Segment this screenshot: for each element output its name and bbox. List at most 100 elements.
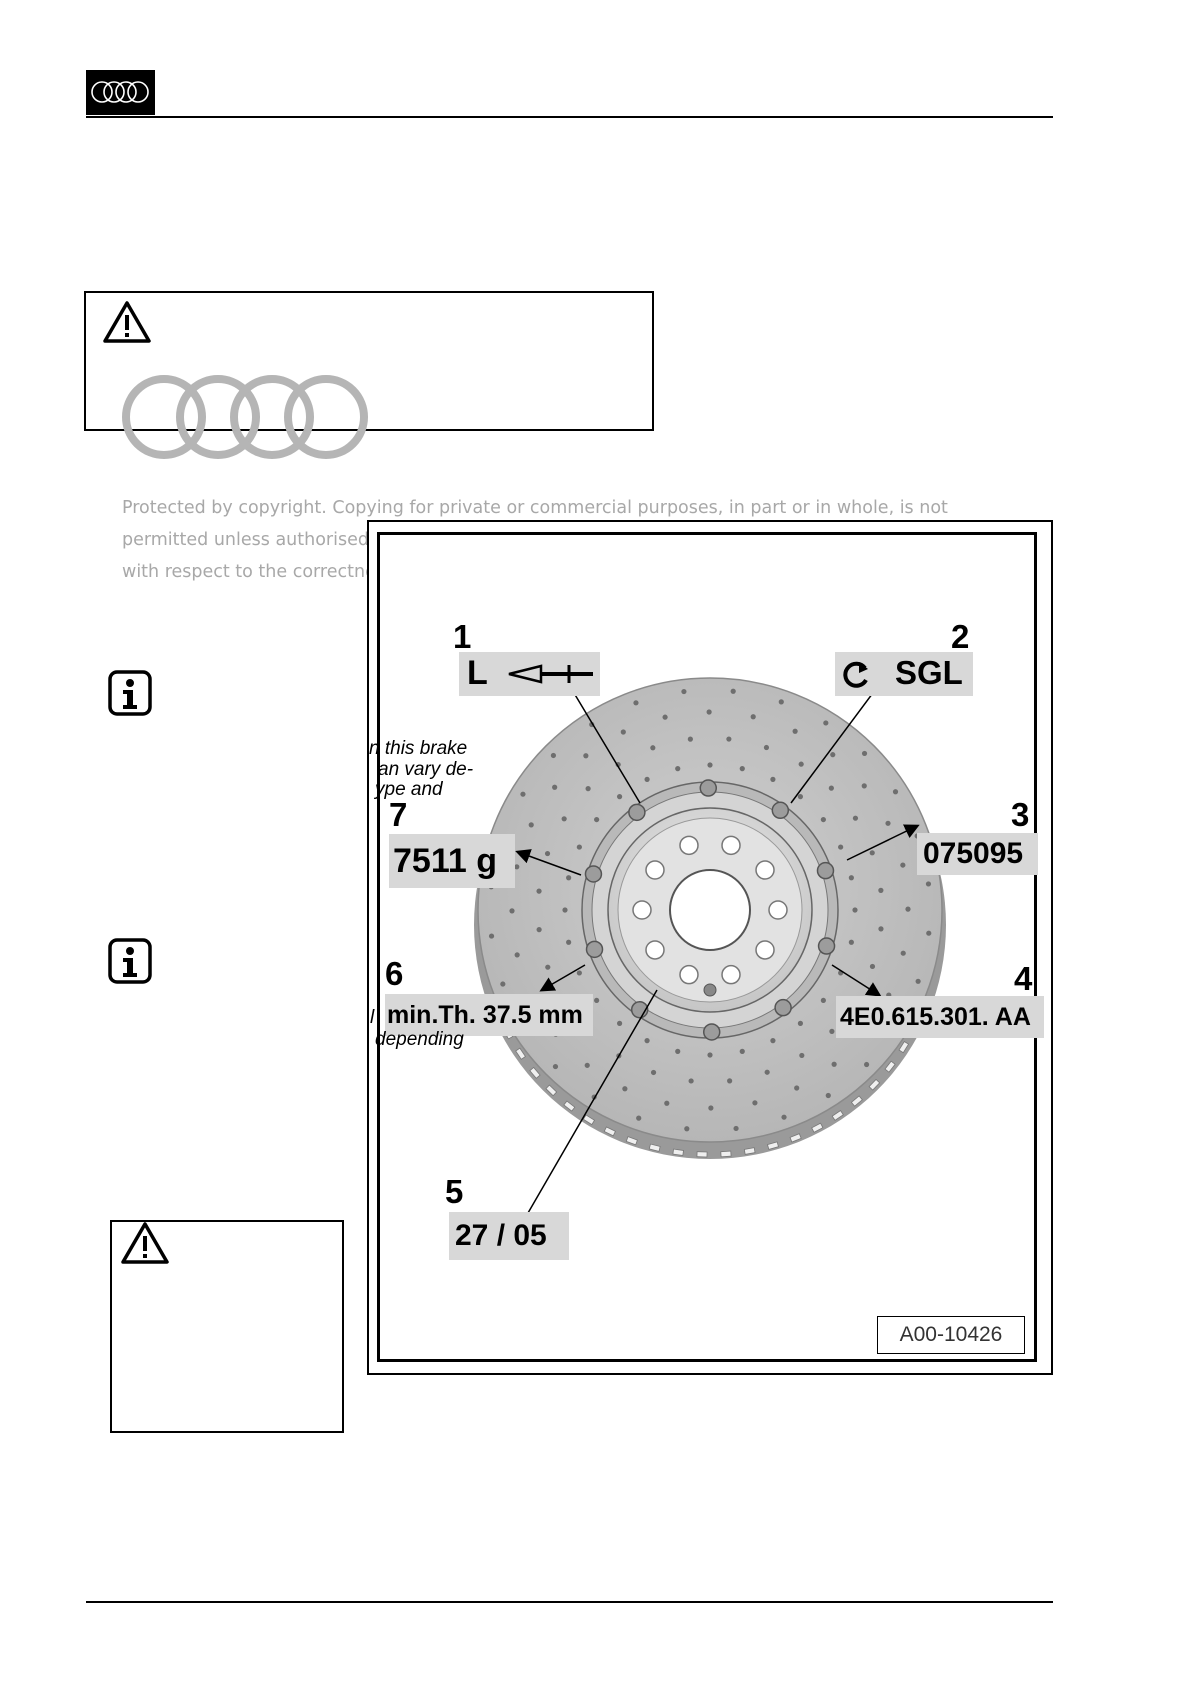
drill-hole xyxy=(576,844,582,850)
drill-hole xyxy=(550,752,557,759)
footer-rule xyxy=(86,1601,1053,1603)
drill-hole xyxy=(797,1020,804,1026)
disc-vent xyxy=(603,1126,616,1137)
drill-hole xyxy=(925,881,932,887)
drill-hole xyxy=(848,875,854,881)
drill-hole xyxy=(687,736,693,742)
drill-hole xyxy=(594,997,600,1004)
drill-hole xyxy=(536,888,542,894)
drill-hole xyxy=(706,709,712,715)
drill-hole xyxy=(664,1100,670,1106)
disc-vent xyxy=(831,1110,844,1121)
drill-hole xyxy=(739,1048,745,1054)
drill-hole xyxy=(545,964,551,970)
warning-icon xyxy=(103,301,151,343)
drill-hole xyxy=(576,970,582,976)
drill-hole xyxy=(852,815,859,821)
drill-hole xyxy=(727,1078,733,1084)
lug-hole xyxy=(755,940,775,960)
drill-hole xyxy=(852,907,858,913)
hub-bolt xyxy=(816,861,835,880)
drill-hole xyxy=(763,744,770,751)
text-fragment-5: depending xyxy=(375,1029,464,1050)
drill-hole xyxy=(733,1125,739,1132)
drill-hole xyxy=(752,1100,758,1106)
drill-hole xyxy=(520,791,526,797)
drill-hole xyxy=(561,816,567,822)
drill-hole xyxy=(861,750,868,757)
lug-hole xyxy=(679,964,699,985)
drill-hole xyxy=(848,939,854,945)
callout-number-3: 3 xyxy=(1011,796,1030,833)
drill-hole xyxy=(830,752,836,758)
watermark-line-1: Protected by copyright. Copying for priv… xyxy=(122,498,948,518)
disc-vent xyxy=(898,1040,910,1054)
lug-hole xyxy=(632,900,652,920)
callout-number-1: 1 xyxy=(453,618,472,655)
drill-hole xyxy=(878,926,884,932)
callout-label-1: L xyxy=(459,652,600,696)
drill-hole xyxy=(662,714,668,720)
drill-hole xyxy=(878,887,884,893)
disc-vent xyxy=(648,1143,661,1152)
info-icon xyxy=(108,670,152,716)
drill-hole xyxy=(616,1020,623,1026)
drill-hole xyxy=(900,862,906,868)
drill-hole xyxy=(799,1052,805,1059)
drill-hole xyxy=(861,783,867,789)
drill-hole xyxy=(583,753,589,759)
callout-label-2-text: SGL xyxy=(895,654,963,691)
callout-label-1-text: L xyxy=(467,654,488,692)
drill-hole xyxy=(829,1028,835,1034)
hub-bolt xyxy=(628,803,646,822)
drill-hole xyxy=(488,933,495,939)
audi-rings-icon xyxy=(91,81,149,103)
disc-vent xyxy=(884,1060,896,1073)
callout-label-6: min.Th. 37.5 mm xyxy=(385,994,593,1036)
callout-number-4: 4 xyxy=(1014,960,1033,997)
drill-hole xyxy=(900,950,906,956)
figure-inner-frame xyxy=(377,532,1037,1362)
disc-vent xyxy=(529,1066,541,1079)
hub-bolt xyxy=(702,1023,721,1041)
drill-hole xyxy=(566,939,572,945)
text-fragment-3: ype and xyxy=(375,779,443,800)
drill-hole xyxy=(707,762,713,768)
drill-hole xyxy=(552,1063,559,1070)
disc-vent xyxy=(582,1114,596,1126)
drill-hole xyxy=(681,688,687,695)
drill-hole xyxy=(905,906,911,912)
callout-number-7: 7 xyxy=(389,796,408,833)
lug-hole xyxy=(645,860,665,880)
drill-hole xyxy=(797,794,804,800)
drill-hole xyxy=(707,1052,713,1058)
drill-hole xyxy=(644,776,650,782)
hub-bolt xyxy=(817,937,836,955)
hub-bolt xyxy=(699,779,718,797)
text-fragment-1: n this brake xyxy=(369,738,468,759)
figure-id: A00-10426 xyxy=(877,1316,1025,1354)
drill-hole xyxy=(585,786,591,792)
text-fragment-4: l xyxy=(370,1007,375,1028)
disc-vent xyxy=(515,1047,526,1060)
drill-hole xyxy=(636,1115,642,1121)
drill-hole xyxy=(885,820,891,826)
lug-hole xyxy=(755,860,775,880)
drill-hole xyxy=(620,729,626,735)
drill-hole xyxy=(820,997,826,1004)
drill-hole xyxy=(684,1126,690,1132)
drill-hole xyxy=(650,1069,657,1076)
hub-bolt xyxy=(771,801,790,820)
drill-hole xyxy=(828,785,834,791)
drill-hole xyxy=(500,981,506,987)
drill-hole xyxy=(726,736,732,742)
disc-vent xyxy=(720,1150,732,1158)
drill-hole xyxy=(798,761,804,767)
lug-hole xyxy=(721,964,741,985)
drill-hole xyxy=(566,875,572,881)
drill-hole xyxy=(869,850,875,856)
warning-box-small xyxy=(110,1220,344,1433)
warning-icon xyxy=(121,1222,169,1264)
drill-hole xyxy=(644,1038,650,1044)
brake-disc-illustration xyxy=(474,667,946,1235)
